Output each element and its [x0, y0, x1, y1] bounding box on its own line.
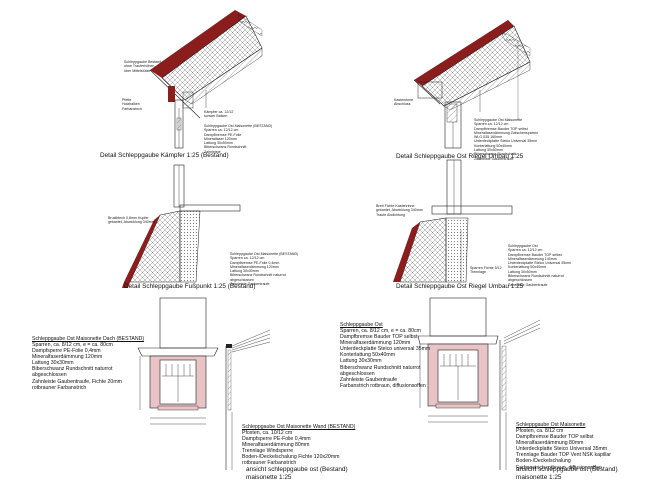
- note-mr-2: Schleppgaube Ost Sparren ca. 12/12 cm Da…: [508, 244, 572, 287]
- detail-riegel-umbau-2: [393, 159, 513, 283]
- window-grid: [162, 364, 194, 402]
- red-fascia: [168, 86, 175, 102]
- caption-ansicht-bestand-1: ansicht schleppgaube ost (Bestand): [246, 466, 348, 473]
- caption-riegel-umbau: Detail Schleppgaube Ost Riegel Umbau 1:2…: [396, 153, 524, 160]
- caption-ansicht-umbau-1: ansicht schleppgaube ost (Bestand): [516, 466, 618, 473]
- elevation-umbau: [417, 297, 541, 470]
- detail-riegel-umbau: [413, 20, 531, 149]
- note-bl-wand-title: Schleppgaube Ost Maisonette Wand (BESTAN…: [242, 424, 356, 430]
- note-br-wand-body: Pfosten, ca. 8/12 cm Dampfbremse Bauder …: [516, 428, 611, 471]
- note-mr-1: Brett Fichte Kastenrinne gekantet, Abwic…: [376, 204, 423, 217]
- caption-riegel-umbau-2: Detail Schleppgaube Ost Riegel Umbau 1:2…: [396, 283, 524, 290]
- roof-tiles-left: [150, 10, 246, 78]
- caption-fusspunkt-bestand: Detail Schleppgaube Fußpunkt 1:25 (Besta…: [124, 283, 256, 290]
- note-bl-wand-body: Pfosten, ca. 10/12 cm Dampfsperre PE-Fol…: [242, 430, 340, 467]
- note-bl-dach-title: Schleppgaube Ost Maisonette Dach (BESTAN…: [32, 336, 145, 342]
- note-tl-4: Schleppgaube Ost Maisonette (BESTAND) Sp…: [204, 124, 273, 154]
- note-tl-3: Kämpfer ca. 12/12 schwer Balken: [204, 110, 234, 119]
- caption-ansicht-umbau-2: maisonette 1:25: [516, 474, 562, 481]
- note-mr-3: Sparren Fichte 5/12 Trennlage: [470, 266, 502, 275]
- note-br-wand-title: Schleppgaube Ost Maisonette: [516, 422, 586, 428]
- note-tl-2: Pfette Holzbalken Farbanstrich: [122, 98, 142, 111]
- note-tr-1: Kastenrinne Abschluss: [394, 98, 414, 107]
- note-tr-2: Schleppgaube Ost Maisonette Sparren ca. …: [474, 118, 539, 161]
- note-br-dach-title: Schleppgaube Ost: [340, 322, 383, 328]
- note-br-dach-body: Sparren, ca. 8/12 cm, e = ca. 80cm Dampf…: [340, 328, 431, 389]
- detail-kaempfer-bestand: [149, 10, 263, 149]
- caption-ansicht-bestand-2: maisonette 1:25: [246, 474, 292, 481]
- note-bl-dach-body: Sparren, ca. 8/12 cm, e = ca. 80cm Dampf…: [32, 342, 122, 391]
- elevation-bestand: [137, 297, 271, 470]
- note-ml-1: Brustblech 0,8mm Kupfer gekantet, Abwick…: [108, 216, 155, 225]
- detail-fusspunkt-bestand: [122, 164, 241, 288]
- note-tl-1: Schleppgaube Bestand ohne Trauferhöhen ü…: [124, 60, 162, 73]
- caption-kaempfer-bestand: Detail Schleppgaube Kämpfer 1:25 (Bestan…: [100, 152, 229, 159]
- note-ml-2: Schleppgaube Ost Maisonette (BESTAND) Sp…: [230, 252, 299, 287]
